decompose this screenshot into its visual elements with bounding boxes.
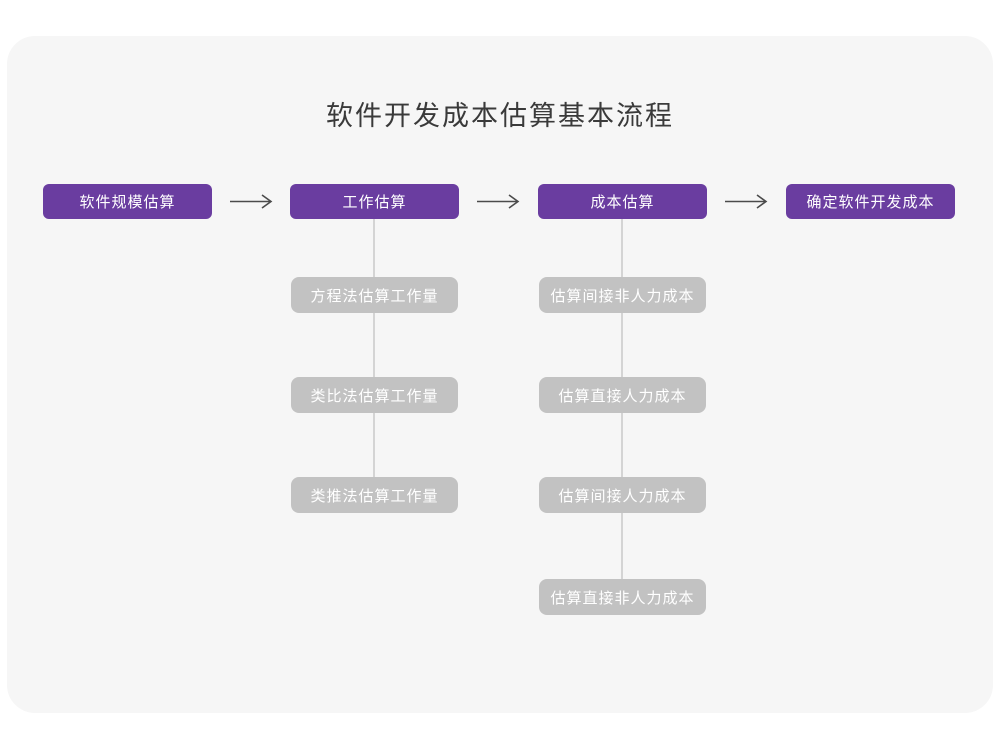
- flow-step-label: 软件规模估算: [79, 194, 176, 211]
- flow-step-label: 成本估算: [590, 194, 655, 211]
- branch-item-indirect-labor-cost: 估算间接人力成本: [539, 477, 706, 513]
- flow-step-label: 工作估算: [342, 194, 407, 211]
- branch-item-label: 类推法估算工作量: [310, 487, 439, 505]
- connector-line-work: [373, 219, 375, 495]
- arrow-right-icon: [229, 193, 273, 210]
- branch-item-equation-method: 方程法估算工作量: [291, 277, 458, 313]
- branch-item-direct-nonlabor-cost: 估算直接非人力成本: [539, 579, 706, 615]
- branch-item-analogy-method: 类比法估算工作量: [291, 377, 458, 413]
- arrow-right-icon: [476, 193, 520, 210]
- arrow-right-icon: [724, 193, 768, 210]
- branch-item-indirect-nonlabor-cost: 估算间接非人力成本: [539, 277, 706, 313]
- branch-item-label: 估算直接非人力成本: [550, 589, 695, 607]
- branch-item-label: 类比法估算工作量: [310, 387, 439, 405]
- branch-item-label: 估算间接非人力成本: [550, 287, 695, 305]
- flow-step-label: 确定软件开发成本: [806, 194, 935, 211]
- flow-step-work-estimation: 工作估算: [290, 184, 459, 219]
- diagram-card: [7, 36, 993, 713]
- branch-item-direct-labor-cost: 估算直接人力成本: [539, 377, 706, 413]
- flow-step-software-scale: 软件规模估算: [43, 184, 212, 219]
- branch-item-label: 估算直接人力成本: [558, 387, 687, 405]
- branch-item-label: 方程法估算工作量: [310, 287, 439, 305]
- branch-item-label: 估算间接人力成本: [558, 487, 687, 505]
- flow-step-determine-cost: 确定软件开发成本: [786, 184, 955, 219]
- flow-step-cost-estimation: 成本估算: [538, 184, 707, 219]
- branch-item-extrapolation-method: 类推法估算工作量: [291, 477, 458, 513]
- diagram-title: 软件开发成本估算基本流程: [326, 101, 674, 131]
